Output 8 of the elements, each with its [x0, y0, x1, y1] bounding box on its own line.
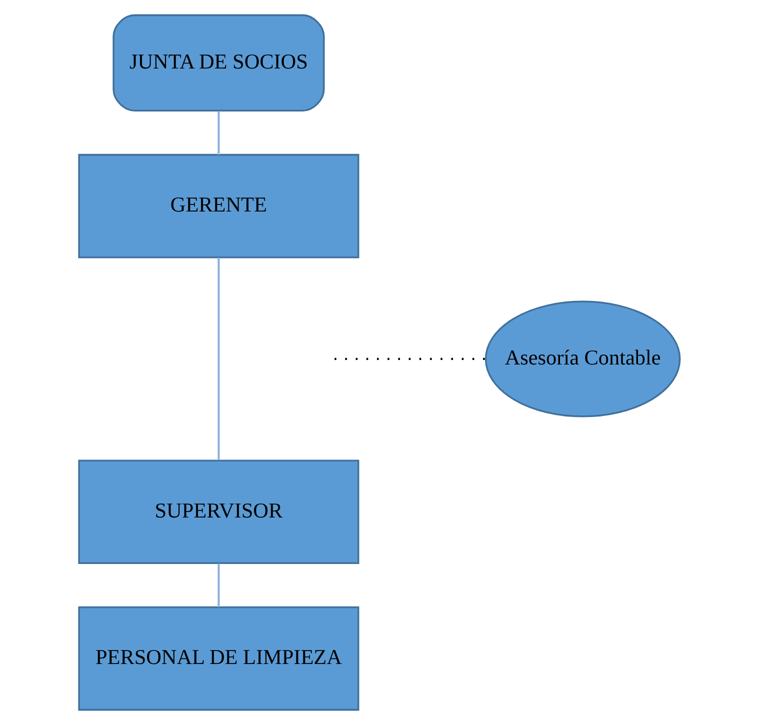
node-box: SUPERVISOR: [78, 460, 360, 564]
node-box: GERENTE: [78, 154, 360, 258]
connector: [218, 111, 220, 155]
node-box: JUNTA DE SOCIOS: [112, 14, 325, 112]
node-ellipse: Asesoría Contable: [484, 300, 681, 418]
node-box: PERSONAL DE LIMPIEZA: [78, 606, 360, 711]
connector: [218, 564, 220, 607]
connector: [218, 258, 220, 460]
